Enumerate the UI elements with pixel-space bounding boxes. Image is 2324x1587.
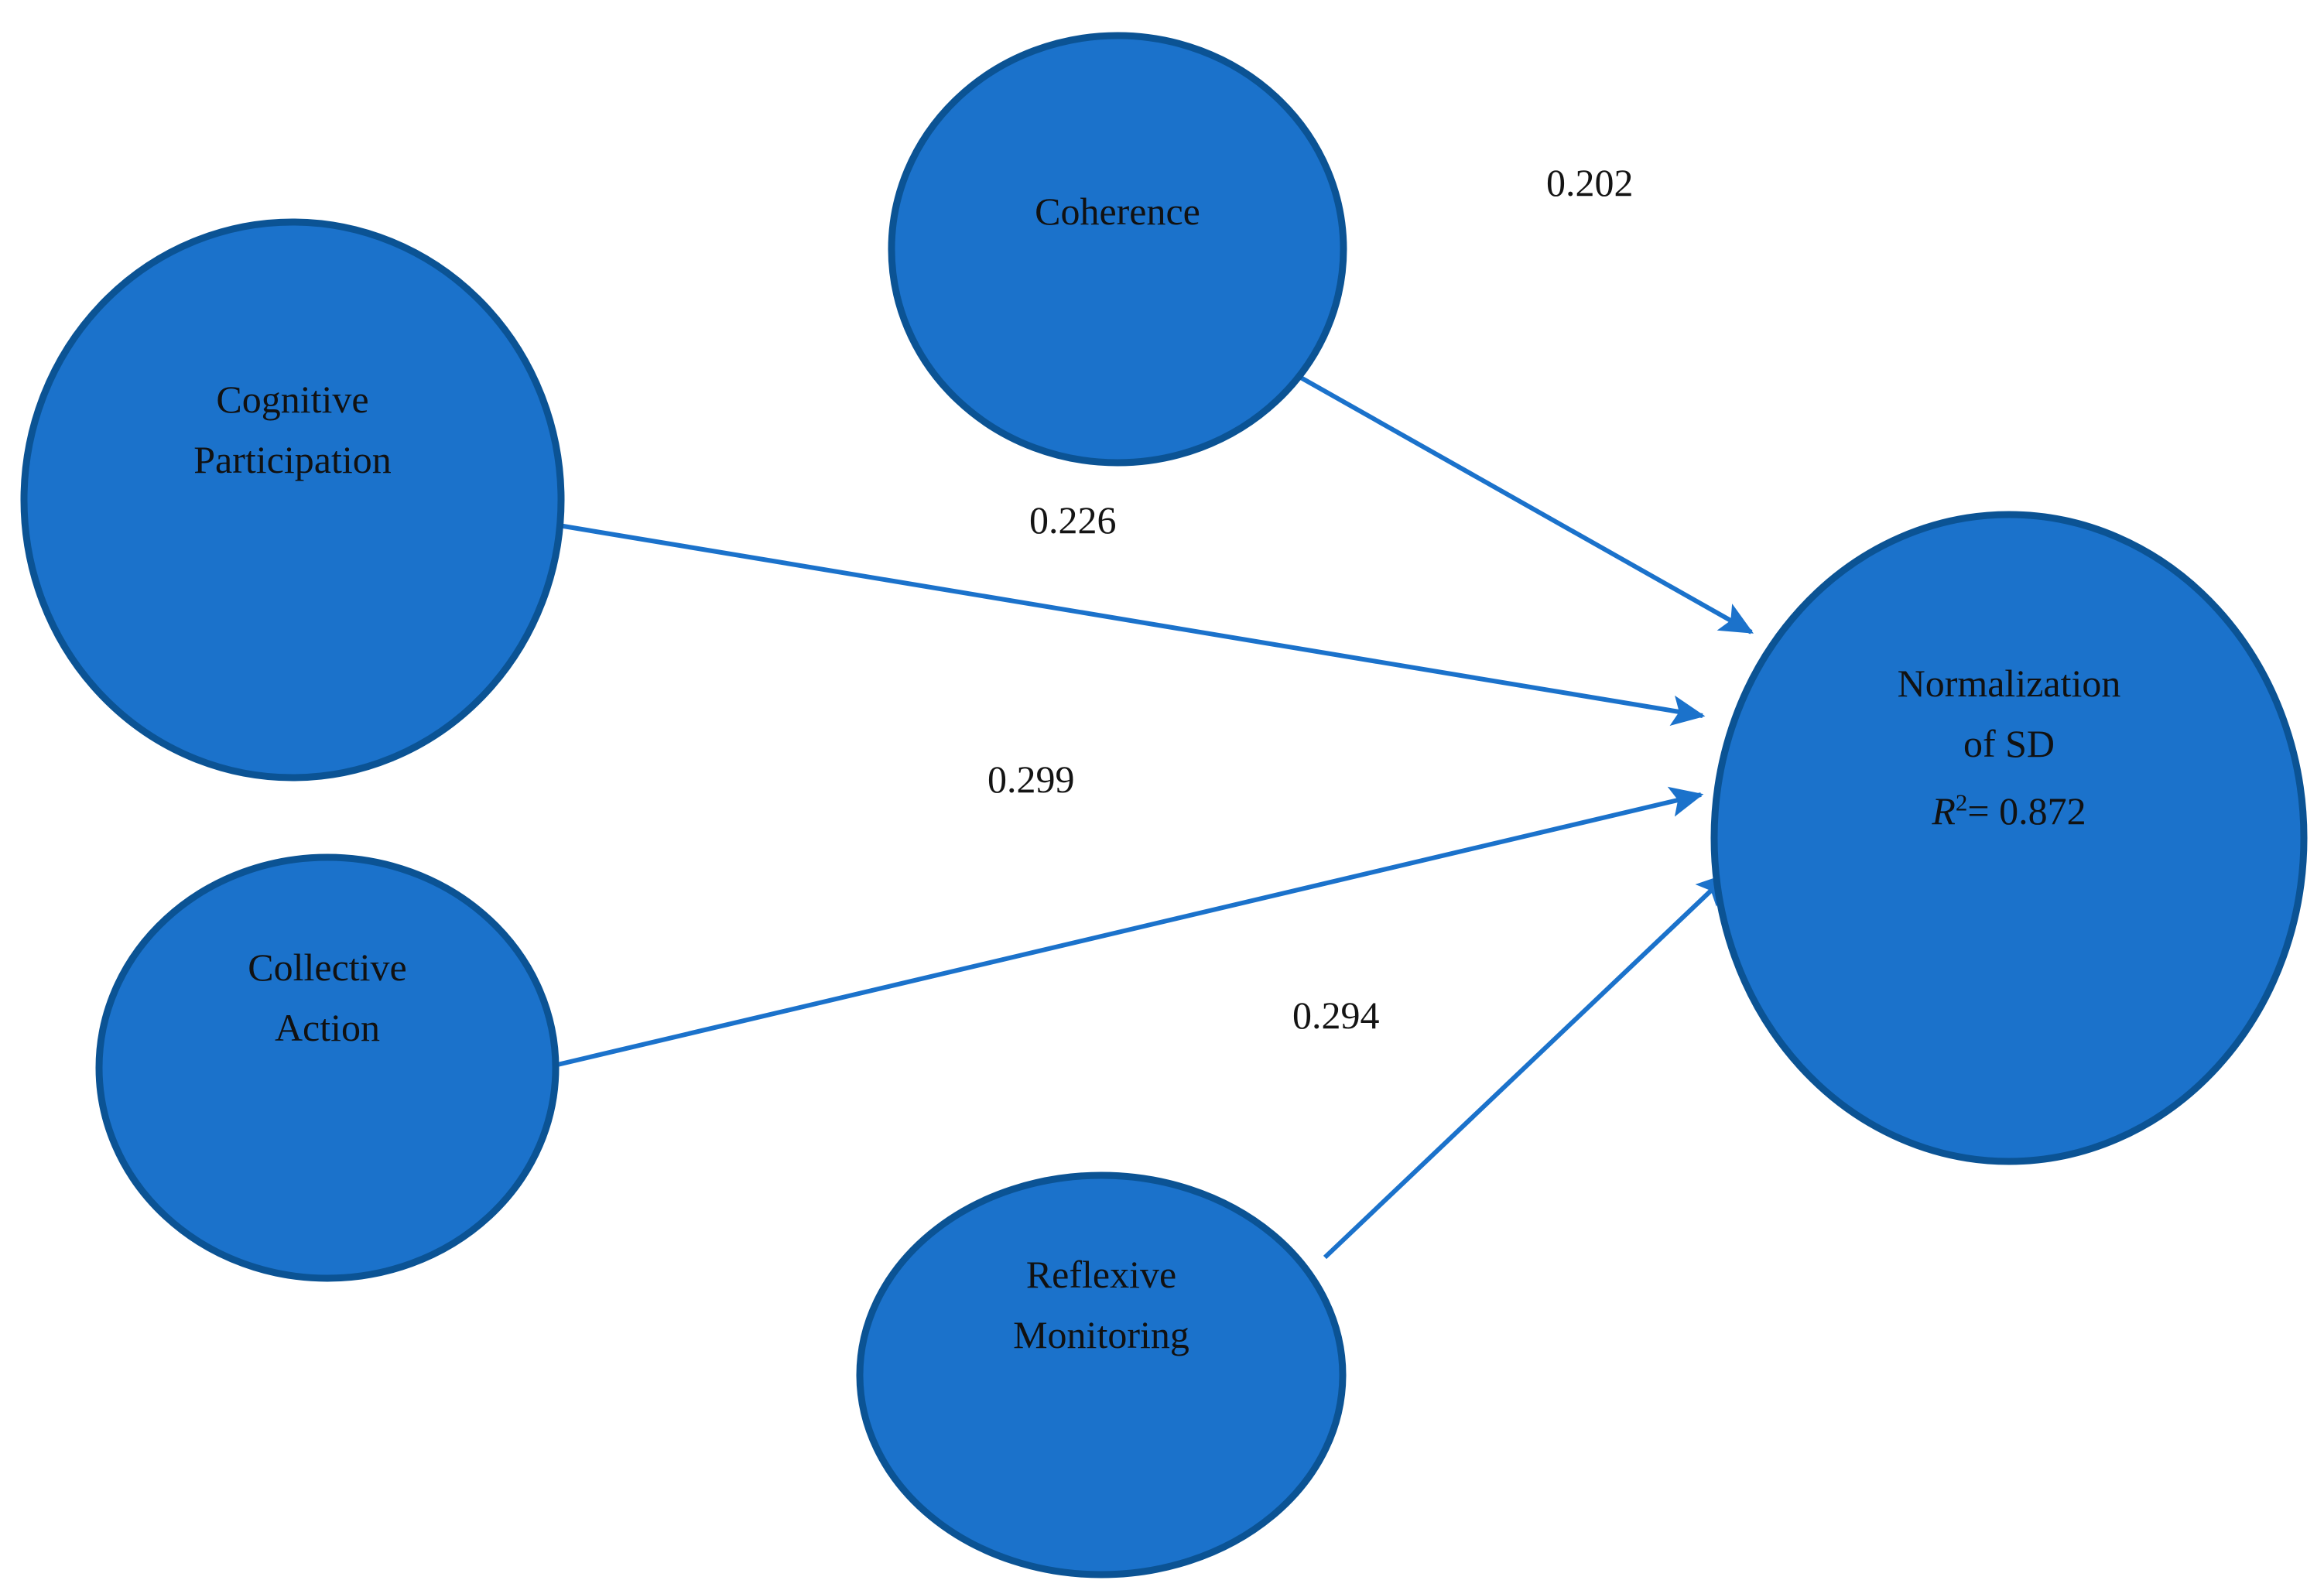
node-ellipse-reflexive-monitoring[interactable] bbox=[856, 1171, 1347, 1578]
node-ellipse-coherence[interactable] bbox=[888, 32, 1347, 467]
edge-reflexive-monitoring-to-normalization bbox=[1323, 872, 1730, 1260]
edges-group bbox=[553, 371, 1754, 1260]
edge-coherence-to-normalization bbox=[1292, 371, 1754, 634]
nodes-group bbox=[20, 32, 2308, 1578]
edge-cognitive-participation-to-normalization bbox=[558, 523, 1706, 727]
node-ellipse-collective-action[interactable] bbox=[95, 853, 560, 1282]
edge-collective-action-to-normalization bbox=[553, 786, 1704, 1068]
node-ellipse-normalization-of-sd[interactable] bbox=[1710, 511, 2308, 1165]
node-ellipse-cognitive-participation[interactable] bbox=[20, 218, 565, 782]
